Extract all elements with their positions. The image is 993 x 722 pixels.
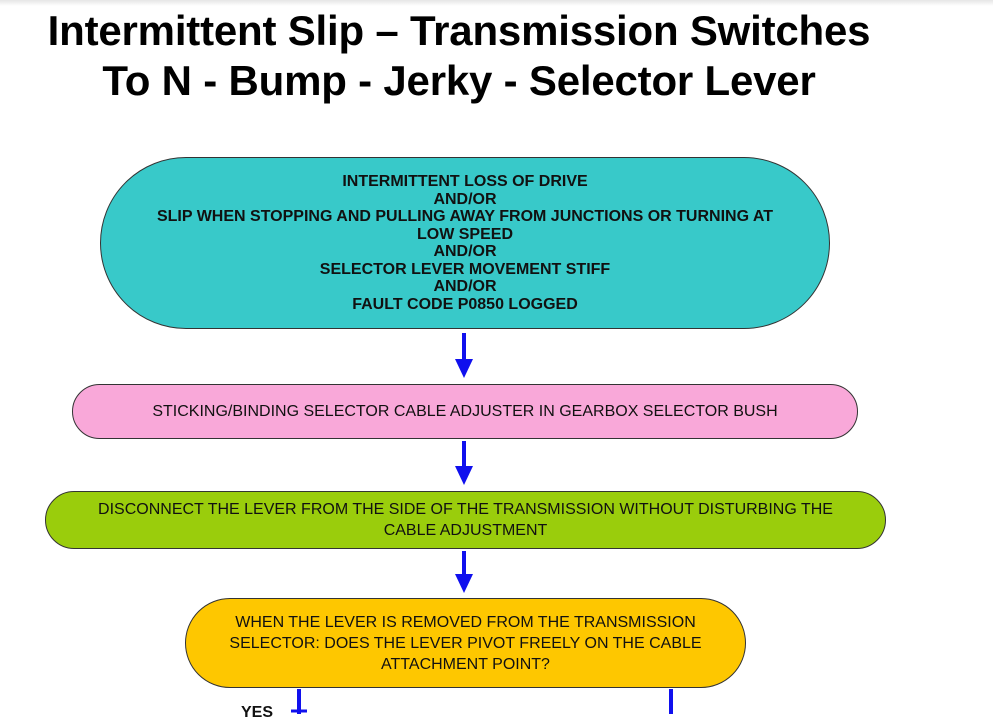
arrow-cause-to-action — [455, 441, 473, 485]
branch-yes-line — [291, 689, 307, 714]
title-line-1: Intermittent Slip – Transmission Switche… — [47, 7, 871, 54]
page-title: Intermittent Slip – Transmission Switche… — [0, 6, 918, 106]
branch-yes-label: YES — [241, 704, 274, 721]
flow-node-cause: STICKING/BINDING SELECTOR CABLE ADJUSTER… — [72, 384, 858, 439]
node-text-line: DISCONNECT THE LEVER FROM THE SIDE OF TH… — [98, 501, 833, 518]
flow-node-decision: WHEN THE LEVER IS REMOVED FROM THE TRANS… — [185, 598, 746, 688]
node-text-line: ATTACHMENT POINT? — [381, 655, 550, 673]
node-text-line: SELECTOR LEVER MOVEMENT STIFF — [319, 260, 611, 278]
arrowhead-icon — [455, 574, 473, 593]
node-text-line: SLIP WHEN STOPPING AND PULLING AWAY FROM… — [156, 208, 774, 225]
node-text-line: WHEN THE LEVER IS REMOVED FROM THE TRANS… — [235, 613, 696, 631]
node-text-line: AND/OR — [433, 190, 497, 208]
node-text-line: STICKING/BINDING SELECTOR CABLE ADJUSTER… — [152, 402, 778, 420]
node-text-line: FAULT CODE P0850 LOGGED — [352, 295, 578, 313]
node-text-line: CABLE ADJUSTMENT — [383, 522, 548, 539]
arrowhead-icon — [455, 359, 473, 378]
node-text-line: AND/OR — [433, 278, 497, 295]
node-text-line: INTERMITTENT LOSS OF DRIVE — [342, 173, 588, 190]
node-text-line: LOW SPEED — [416, 225, 513, 243]
flow-node-action: DISCONNECT THE LEVER FROM THE SIDE OF TH… — [45, 491, 886, 549]
arrow-start-to-cause — [455, 333, 473, 378]
node-text-line: SELECTOR: DOES THE LEVER PIVOT FREELY ON… — [229, 634, 702, 652]
arrowhead-icon — [455, 466, 473, 485]
node-text-line: AND/OR — [433, 243, 497, 260]
flow-node-symptoms: INTERMITTENT LOSS OF DRIVE AND/OR SLIP W… — [100, 157, 830, 329]
window-top-strip — [0, 0, 993, 6]
arrow-action-to-question — [455, 551, 473, 593]
title-line-2: To N - Bump - Jerky - Selector Lever — [102, 57, 816, 104]
